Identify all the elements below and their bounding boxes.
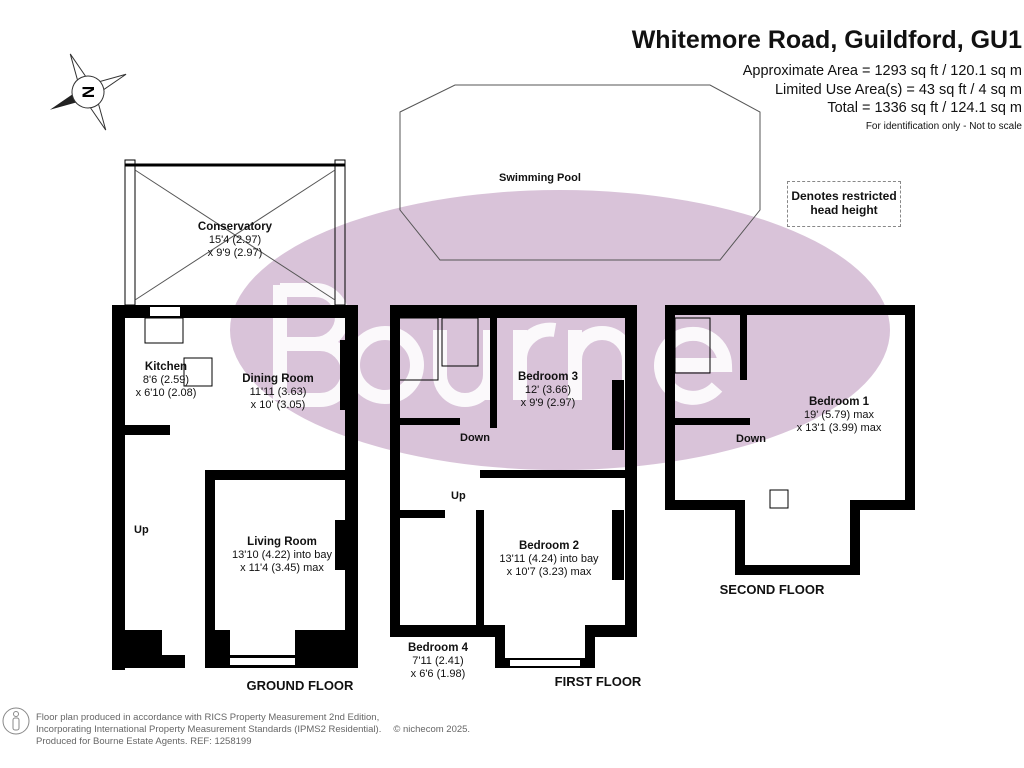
swimming-pool-label: Swimming Pool <box>499 172 581 184</box>
compass-north-letter: N <box>79 86 98 98</box>
ground-floor-label: GROUND FLOOR <box>246 678 354 693</box>
person-icon <box>2 707 30 735</box>
footer-line-2: Incorporating International Property Mea… <box>36 724 382 735</box>
second-floor-label: SECOND FLOOR <box>719 582 825 597</box>
first-floor-walls <box>390 305 637 668</box>
watermark-logo <box>230 190 890 470</box>
total-area: Total = 1336 sq ft / 124.1 sq m <box>827 100 1022 116</box>
footer-text: Floor plan produced in accordance with R… <box>36 712 470 748</box>
stairs-up-label: Up <box>134 524 149 536</box>
stairs-down-label-second: Down <box>736 433 766 445</box>
scale-note: For identification only - Not to scale <box>865 121 1022 132</box>
approximate-area: Approximate Area = 1293 sq ft / 120.1 sq… <box>742 63 1022 79</box>
footer-line-1: Floor plan produced in accordance with R… <box>36 712 380 723</box>
first-floor-label: FIRST FLOOR <box>554 674 642 689</box>
compass-icon: N <box>49 53 127 131</box>
restricted-height-legend: Denotes restricted head height <box>787 181 901 227</box>
copyright: © nichecom 2025. <box>393 724 471 735</box>
second-floor-walls <box>665 305 915 575</box>
stairs-up-label-first: Up <box>451 490 466 502</box>
swimming-pool-outline <box>399 84 761 261</box>
footer-line-3: Produced for Bourne Estate Agents. REF: … <box>36 736 252 747</box>
footer-line-2-row: Incorporating International Property Mea… <box>36 724 470 736</box>
stairs-down-label: Down <box>460 432 490 444</box>
limited-use-area: Limited Use Area(s) = 43 sq ft / 4 sq m <box>774 82 1022 98</box>
property-title: Whitemore Road, Guildford, GU1 <box>631 26 1022 54</box>
ground-floor-walls <box>112 159 358 670</box>
